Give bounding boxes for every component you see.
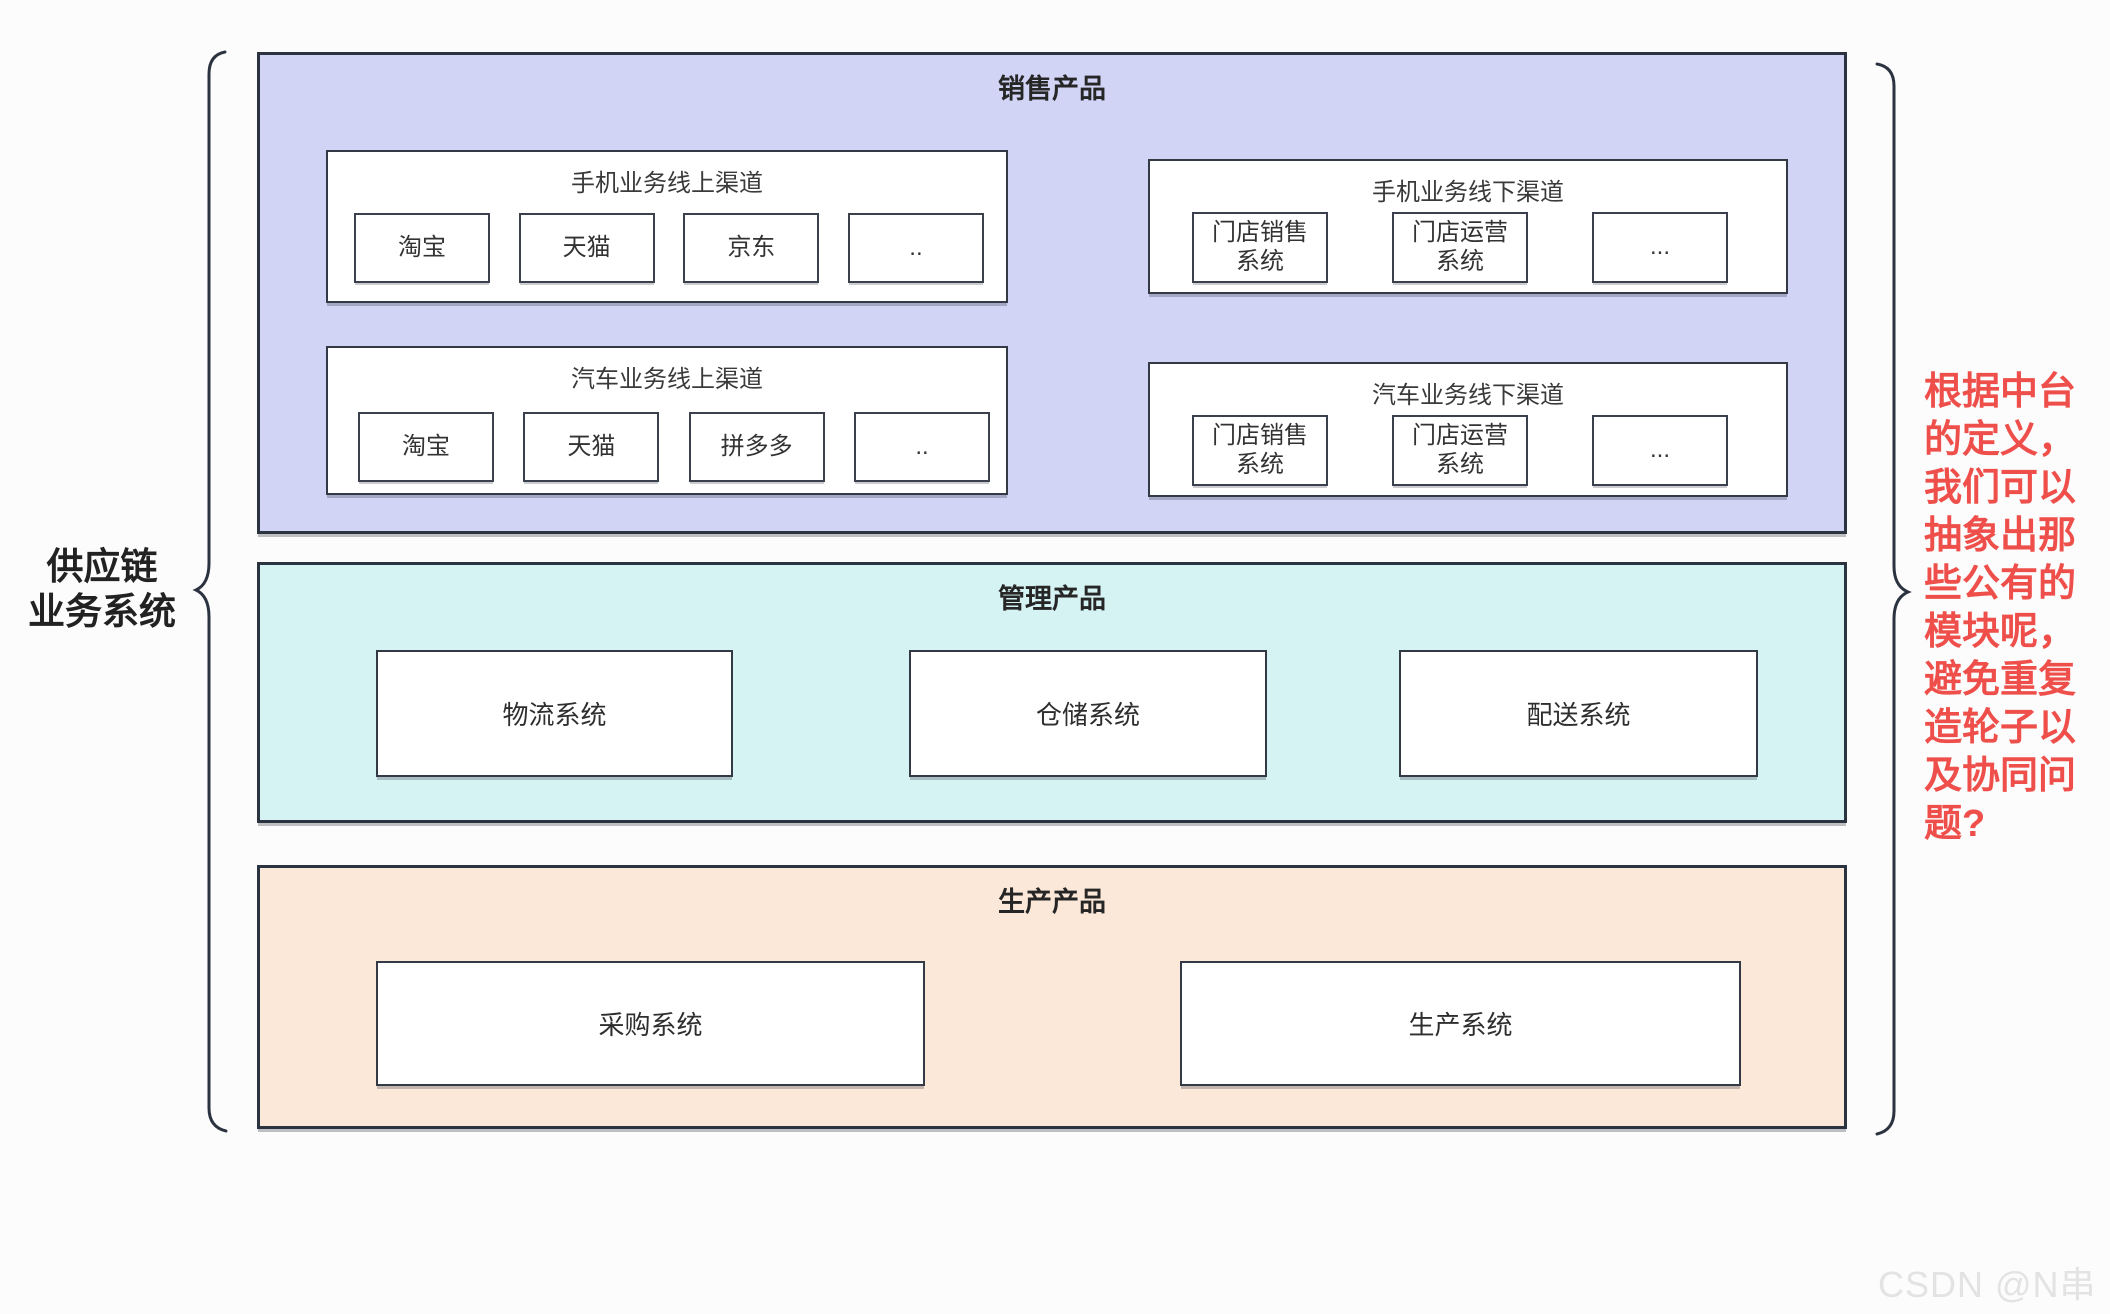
item-row: 门店销售 系统 门店运营 系统 ...	[1192, 212, 1728, 283]
left-brace	[192, 50, 228, 1133]
channel-box-pinduoduo: 拼多多	[688, 412, 825, 482]
channel-box-jd: 京东	[683, 213, 820, 283]
right-brace	[1875, 62, 1912, 1136]
item-row: 淘宝 天猫 京东 ..	[354, 213, 984, 283]
group-title-auto-offline: 汽车业务线下渠道	[1372, 382, 1564, 409]
red-annotation-text: 根据中台 的定义， 我们可以 抽象出那 些公有的 模块呢， 避免重复 造轮子以 …	[1924, 371, 2077, 845]
system-box-production: 生产系统	[1180, 961, 1741, 1086]
supply-chain-system-label: 供应链 业务系统	[28, 546, 176, 633]
group-auto-offline-channel: 汽车业务线下渠道 门店销售 系统 门店运营 系统 ...	[1148, 362, 1788, 497]
section-sales-products: 销售产品 手机业务线上渠道 淘宝 天猫 京东 .. 手机业务线下渠道 门店销售 …	[257, 52, 1847, 534]
group-mobile-online-channel: 手机业务线上渠道 淘宝 天猫 京东 ..	[326, 150, 1008, 303]
channel-box-store-sales-system: 门店销售 系统	[1192, 212, 1328, 283]
channel-box-taobao: 淘宝	[354, 213, 490, 283]
item-row: 门店销售 系统 门店运营 系统 ...	[1192, 415, 1728, 486]
system-box-procurement: 采购系统	[376, 961, 925, 1086]
system-box-distribution: 配送系统	[1399, 650, 1758, 777]
channel-box-ellipsis: ..	[847, 213, 984, 283]
section-title-production: 生产产品	[998, 887, 1106, 917]
channel-box-ellipsis: ...	[1592, 415, 1728, 486]
group-title-mobile-online: 手机业务线上渠道	[571, 170, 763, 197]
section-title-sales: 销售产品	[998, 74, 1106, 104]
channel-box-ellipsis: ...	[1592, 212, 1728, 283]
group-auto-online-channel: 汽车业务线上渠道 淘宝 天猫 拼多多 ..	[326, 346, 1008, 495]
system-box-warehousing: 仓储系统	[909, 650, 1267, 777]
item-row: 淘宝 天猫 拼多多 ..	[358, 412, 990, 482]
channel-box-ellipsis: ..	[853, 412, 990, 482]
group-title-auto-online: 汽车业务线上渠道	[571, 366, 763, 393]
channel-box-store-sales-system: 门店销售 系统	[1192, 415, 1328, 486]
section-management-products: 管理产品 物流系统 仓储系统 配送系统	[257, 562, 1847, 823]
channel-box-store-operation-system: 门店运营 系统	[1392, 415, 1528, 486]
system-box-logistics: 物流系统	[376, 650, 733, 777]
group-mobile-offline-channel: 手机业务线下渠道 门店销售 系统 门店运营 系统 ...	[1148, 159, 1788, 294]
channel-box-store-operation-system: 门店运营 系统	[1392, 212, 1528, 283]
csdn-watermark: CSDN @N串	[1878, 1264, 2097, 1305]
group-title-mobile-offline: 手机业务线下渠道	[1372, 179, 1564, 206]
channel-box-tmall: 天猫	[518, 213, 655, 283]
section-title-management: 管理产品	[998, 584, 1106, 614]
channel-box-taobao: 淘宝	[358, 412, 494, 482]
section-production-products: 生产产品 采购系统 生产系统	[257, 865, 1847, 1129]
channel-box-tmall: 天猫	[523, 412, 660, 482]
